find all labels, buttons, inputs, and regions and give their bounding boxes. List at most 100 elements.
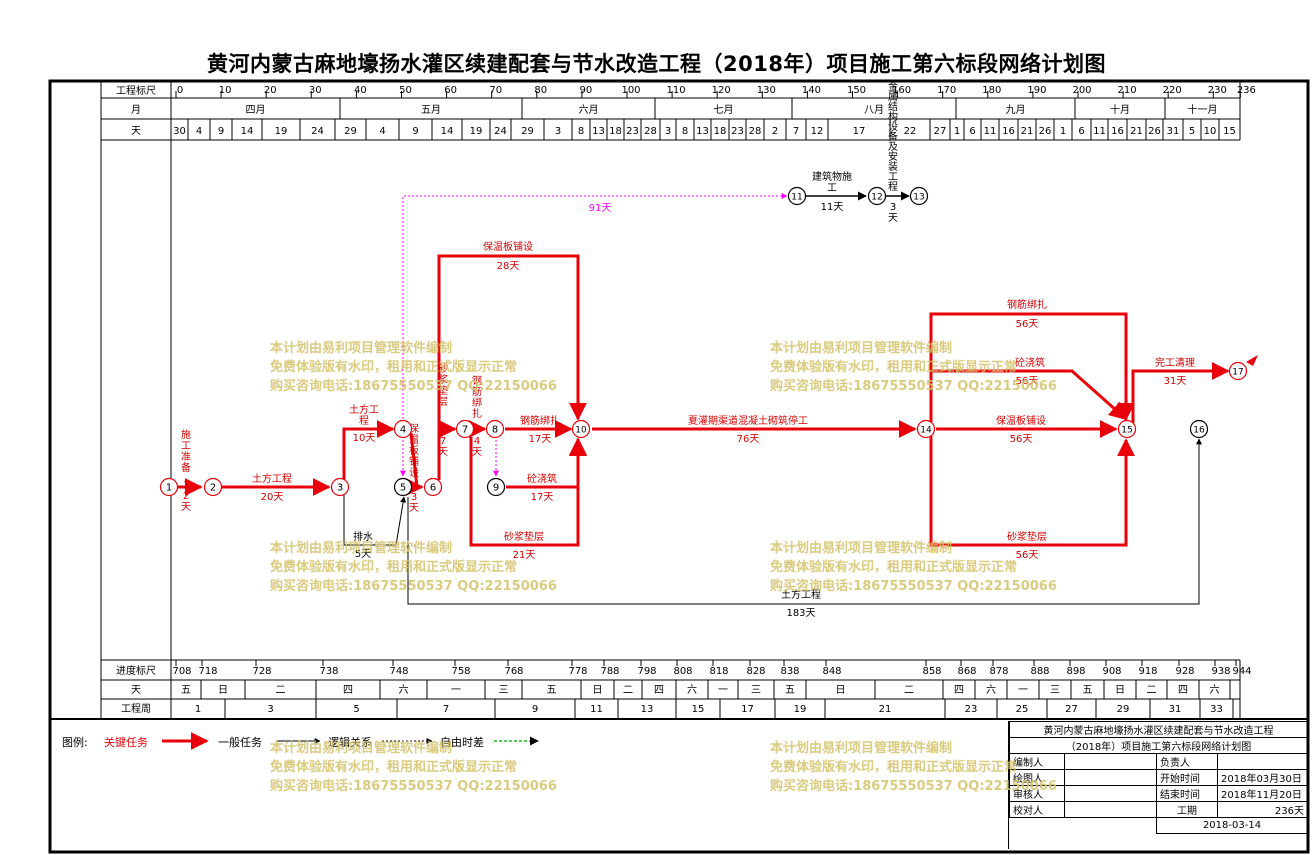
task-dur-cleanup: 31天 — [1164, 376, 1187, 387]
progress-tick: 708 — [172, 666, 191, 677]
day-cell: 6 — [1078, 126, 1084, 137]
node-number: 17 — [1232, 368, 1243, 378]
info-title-2: （2018年）项目施工第六标段网络计划图 — [1009, 737, 1308, 754]
scale-tick: 130 — [757, 85, 776, 96]
scale-tick: 40 — [354, 85, 367, 96]
progress-tick: 878 — [989, 666, 1008, 677]
day-cell: 16 — [1002, 126, 1015, 137]
week-label: 工程周 — [121, 703, 151, 715]
task-label-building: 建筑物施工 — [812, 170, 852, 194]
info-reviewer: 审核人 — [1009, 785, 1065, 802]
day-cell: 9 — [412, 126, 418, 137]
event-node: 3 — [330, 477, 350, 497]
day-cell: 22 — [904, 126, 917, 137]
task-label-insul-2: 保温板铺设 — [483, 240, 533, 253]
week-cell: 5 — [353, 704, 359, 715]
node-number: 2 — [210, 483, 216, 494]
task-arrow-14-15-d — [929, 436, 1135, 547]
task-label-drain: 排水 — [353, 530, 373, 543]
day-cell: 11 — [984, 126, 997, 137]
day-cell: 18 — [609, 126, 622, 137]
week-cell: 9 — [532, 704, 538, 715]
progress-tick: 938 — [1211, 666, 1230, 677]
task-label-rebar-2: 钢筋绑扎 — [520, 414, 560, 427]
progress-tick: 944 — [1232, 666, 1251, 677]
node-number: 5 — [400, 483, 406, 494]
weekday-cell: 一 — [718, 685, 728, 696]
task-dur-concrete-2: 56天 — [1016, 376, 1039, 387]
weekday-label: 天 — [131, 685, 141, 696]
task-label-rebar-3: 钢筋绑扎 — [1007, 298, 1047, 311]
task-dur-drain: 5天 — [355, 549, 371, 560]
task-arrow-5-6 — [405, 432, 424, 496]
weekday-cell: 日 — [218, 685, 228, 696]
event-node: 2 — [203, 477, 223, 497]
progress-tick: 778 — [568, 666, 587, 677]
day-cell: 13 — [696, 126, 709, 137]
day-cell: 16 — [1111, 126, 1124, 137]
task-dur-concrete-1: 17天 — [531, 492, 554, 503]
legend-prefix: 图例: — [62, 736, 88, 749]
task-arrow-14-15-a — [929, 312, 1135, 422]
legend-general: 一般任务 — [218, 736, 262, 749]
month-cell: 七月 — [714, 104, 734, 116]
day-label: 天 — [131, 126, 141, 137]
node-number: 6 — [430, 483, 436, 494]
event-node: 17 — [1228, 361, 1248, 381]
day-cell: 11 — [1093, 126, 1106, 137]
scale-tick: 220 — [1163, 85, 1182, 96]
info-start: 2018年03月30日 — [1217, 769, 1308, 786]
progress-tick: 908 — [1102, 666, 1121, 677]
day-cell: 26 — [1039, 126, 1052, 137]
progress-tick: 848 — [822, 666, 841, 677]
task-arrow-5-16 — [407, 438, 1202, 605]
scale-tick: 90 — [580, 85, 593, 96]
day-cell: 14 — [241, 126, 254, 137]
day-cell: 23 — [731, 126, 744, 137]
scale-tick: 236 — [1237, 85, 1256, 96]
day-cell: 27 — [934, 126, 947, 137]
node-number: 1 — [166, 483, 172, 494]
day-cell: 4 — [379, 126, 385, 137]
week-cell: 23 — [965, 704, 978, 715]
info-leader: 负责人 — [1156, 753, 1218, 770]
task-dur-earth-2: 10天 — [353, 433, 376, 444]
day-cell: 21 — [1130, 126, 1143, 137]
info-duration-label: 工期 — [1156, 801, 1218, 818]
month-cell: 六月 — [579, 104, 599, 116]
day-cell: 26 — [1148, 126, 1161, 137]
task-arrow-7-10 — [469, 437, 587, 547]
week-cell: 13 — [641, 704, 654, 715]
task-label-mortar-1: 砂浆垫层 — [438, 362, 448, 408]
node-number: 8 — [492, 425, 498, 436]
day-cell: 5 — [1189, 126, 1195, 137]
event-node: 5 — [393, 477, 413, 497]
day-cell: 9 — [218, 126, 224, 137]
day-cell: 3 — [555, 126, 561, 137]
month-cell: 九月 — [1006, 104, 1026, 116]
task-label-concrete-1: 砼浇筑 — [527, 472, 557, 485]
scale-tick: 0 — [177, 85, 183, 96]
day-cell: 1 — [1060, 126, 1066, 137]
task-arrow-6-10 — [437, 254, 587, 480]
event-node: 10 — [571, 419, 591, 439]
node-number: 3 — [337, 483, 343, 494]
float-label: 91天 — [589, 203, 612, 214]
day-cell: 23 — [626, 126, 639, 137]
weekday-cell: 一 — [1018, 685, 1028, 696]
weekday-cell: 四 — [343, 685, 353, 696]
task-label-mortar-3: 砂浆垫层 — [1007, 530, 1047, 543]
day-cell: 2 — [772, 126, 778, 137]
task-label-earth-3: 土方工程 — [781, 588, 821, 601]
scale-tick: 230 — [1208, 85, 1227, 96]
event-node: 9 — [486, 477, 506, 497]
node-number: 4 — [400, 425, 406, 436]
task-dur-halt: 76天 — [737, 434, 760, 445]
scale-tick: 120 — [712, 85, 731, 96]
progress-tick: 888 — [1030, 666, 1049, 677]
week-cell: 29 — [1117, 704, 1130, 715]
